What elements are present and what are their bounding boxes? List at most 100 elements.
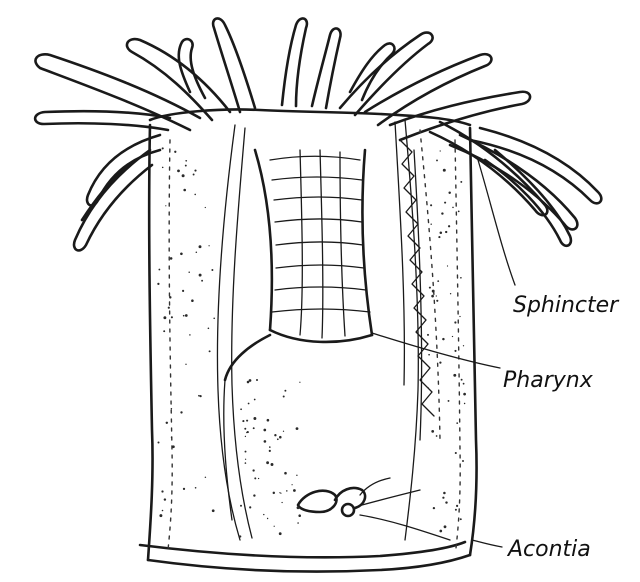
stipple-dot bbox=[208, 327, 210, 329]
stipple-dot bbox=[185, 160, 187, 162]
stipple-dot bbox=[180, 253, 183, 256]
stipple-dot bbox=[456, 505, 458, 507]
stipple-dot bbox=[191, 299, 194, 302]
stipple-dot bbox=[208, 245, 209, 246]
stipple-dot bbox=[245, 451, 247, 453]
stipple-dot bbox=[264, 440, 267, 443]
stipple-dot bbox=[454, 350, 456, 352]
stipple-dot bbox=[463, 393, 466, 396]
stipple-dot bbox=[199, 245, 202, 248]
acontia-leader bbox=[472, 540, 502, 547]
stipple-dot bbox=[171, 316, 173, 318]
stipple-dot bbox=[256, 379, 258, 381]
stipple-dot bbox=[185, 165, 187, 167]
stipple-dot bbox=[297, 506, 300, 509]
tentacles bbox=[35, 18, 601, 250]
leader-lines bbox=[372, 160, 515, 547]
pharynx bbox=[255, 150, 372, 342]
stipple-dot bbox=[448, 191, 450, 193]
stipple-dot bbox=[212, 509, 215, 512]
stipple-dot bbox=[279, 436, 282, 439]
gastrovascular-cavity bbox=[224, 335, 270, 520]
stipple-dot bbox=[443, 169, 446, 172]
stipple-dot bbox=[195, 487, 197, 489]
stipple-dot bbox=[247, 431, 249, 433]
stipple-dot bbox=[447, 265, 448, 266]
stipple-dot bbox=[269, 446, 271, 448]
stipple-dot bbox=[427, 334, 429, 336]
stipple-dot bbox=[182, 290, 184, 292]
stipple-dot bbox=[183, 189, 186, 192]
stipple-dot bbox=[427, 387, 428, 388]
stipple-dot bbox=[180, 411, 182, 413]
stipple-dot bbox=[452, 207, 454, 209]
stipple-dot bbox=[459, 316, 460, 317]
stipple-dot bbox=[201, 280, 203, 282]
stipple-dot bbox=[161, 490, 163, 492]
stipple-dot bbox=[199, 274, 202, 277]
stipple-dot bbox=[298, 514, 301, 517]
stipple-dot bbox=[452, 336, 453, 337]
stipple-dot bbox=[168, 307, 170, 309]
stipple-dot bbox=[432, 290, 435, 293]
stipple-dot bbox=[438, 236, 440, 238]
stipple-dot bbox=[431, 430, 434, 433]
stipple-dot bbox=[158, 269, 160, 271]
stipple-dot bbox=[436, 295, 437, 296]
sphincter-label: Sphincter bbox=[513, 293, 618, 318]
stipple-dot bbox=[240, 408, 242, 410]
stipple-dot bbox=[245, 436, 246, 437]
stipple-dot bbox=[455, 452, 457, 454]
stipple-dot bbox=[254, 399, 256, 401]
stipple-dot bbox=[253, 417, 256, 420]
stipple-dot bbox=[283, 395, 285, 397]
stipple-dot bbox=[456, 422, 458, 424]
stipple-dot bbox=[450, 293, 451, 294]
stipple-dot bbox=[245, 462, 247, 464]
stipple-dot bbox=[177, 170, 180, 173]
stipple-dot bbox=[439, 530, 442, 533]
stipple-dot bbox=[263, 514, 264, 515]
stipple-dot bbox=[183, 315, 185, 317]
stipple-dot bbox=[157, 283, 159, 285]
stipple-dot bbox=[194, 194, 196, 196]
stipple-dot bbox=[211, 269, 213, 271]
stipple-dot bbox=[263, 429, 266, 432]
pharynx-label: Pharynx bbox=[503, 368, 593, 393]
stipple-dot bbox=[460, 181, 462, 183]
stipple-dot bbox=[430, 223, 431, 224]
acontia-cluster bbox=[298, 478, 450, 540]
stipple-dot bbox=[284, 390, 286, 392]
stipple-dot bbox=[183, 488, 185, 490]
stipple-dot bbox=[274, 434, 276, 436]
stipple-dot bbox=[209, 350, 211, 352]
stipple-dot bbox=[159, 514, 162, 517]
stipple-dot bbox=[157, 441, 159, 443]
stipple-dot bbox=[249, 506, 251, 508]
stipple-dot bbox=[164, 498, 166, 500]
stipple-dot bbox=[254, 477, 256, 479]
stipple-dot bbox=[431, 295, 434, 298]
stipple-dot bbox=[253, 427, 255, 429]
stipple-dot bbox=[277, 438, 279, 440]
stipple-dot bbox=[444, 525, 447, 528]
stipple-dot bbox=[188, 271, 189, 272]
stipple-dot bbox=[274, 526, 275, 527]
stipple-dot bbox=[445, 501, 447, 503]
stipple-dot bbox=[460, 518, 462, 520]
stipple-dot bbox=[271, 463, 274, 466]
stipple-dot bbox=[428, 354, 430, 356]
stipple-dot bbox=[162, 510, 164, 512]
stipple-dot bbox=[166, 422, 168, 424]
stipple-dot bbox=[453, 374, 456, 377]
stipple-dot bbox=[162, 167, 164, 169]
stipple-dot bbox=[454, 321, 456, 323]
stipple-dot bbox=[461, 379, 463, 381]
stipple-dot bbox=[182, 174, 185, 177]
stipple-dot bbox=[440, 231, 443, 234]
stipple-dot bbox=[273, 492, 275, 494]
stipple-dot bbox=[247, 381, 250, 384]
stipple-dot bbox=[286, 490, 288, 492]
stipple-dot bbox=[245, 459, 246, 460]
